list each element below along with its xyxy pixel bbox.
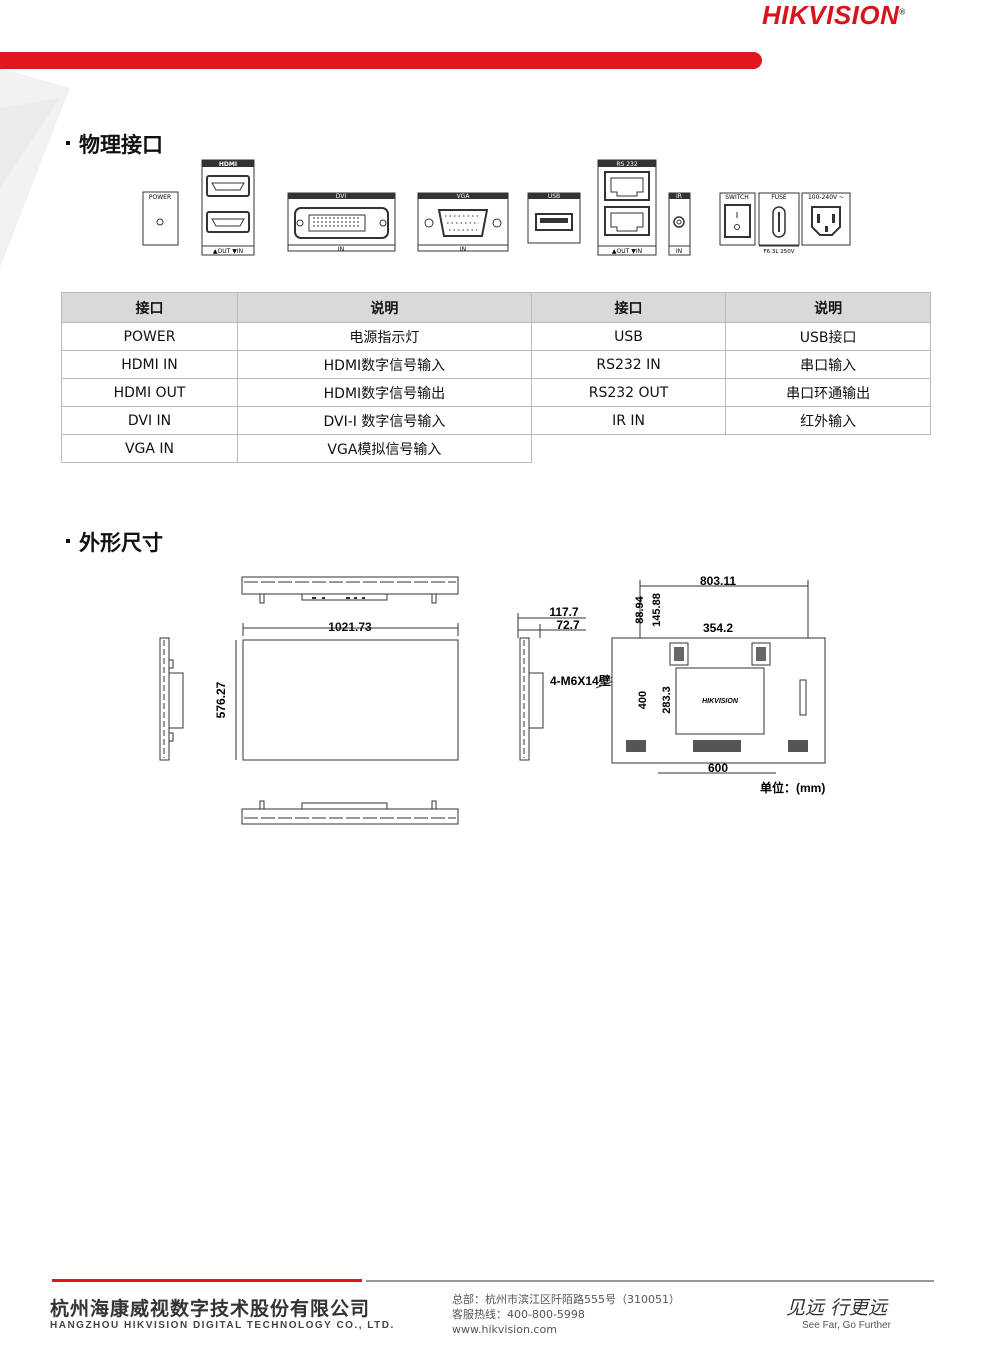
- slogan-cn: 见远 行更远: [786, 1297, 888, 1319]
- ir-port: IR IN: [668, 192, 691, 256]
- company-name-en: HANGZHOU HIKVISION DIGITAL TECHNOLOGY CO…: [50, 1320, 395, 1331]
- table-cell-empty: [726, 435, 931, 463]
- svg-text:IN: IN: [460, 246, 466, 253]
- power-switch: SWITCH: [719, 192, 756, 246]
- svg-text:HIKVISION: HIKVISION: [702, 698, 739, 705]
- svg-text:▲OUT ▼IN: ▲OUT ▼IN: [213, 248, 243, 255]
- background-decoration: [0, 68, 70, 268]
- svg-text:单位：(mm): 单位：(mm): [760, 780, 825, 795]
- svg-text:POWER: POWER: [149, 194, 171, 201]
- address: 总部：杭州市滨江区阡陌路555号（310051）: [452, 1293, 680, 1306]
- footer-red-line: [52, 1279, 362, 1282]
- table-header: 接口: [530, 292, 727, 323]
- table-cell: HDMI数字信号输出: [237, 378, 532, 407]
- table-cell: 串口输入: [725, 350, 931, 379]
- table-cell: 红外输入: [725, 406, 931, 435]
- table-header: 接口: [61, 292, 238, 323]
- svg-text:USB: USB: [548, 193, 560, 200]
- svg-text:803.11: 803.11: [700, 574, 736, 588]
- table-cell: HDMI OUT: [61, 378, 238, 407]
- svg-text:HDMI: HDMI: [219, 161, 237, 168]
- bullet-icon: [66, 141, 70, 145]
- interface-table: 接口 说明 接口 说明 POWER 电源指示灯 USB USB接口 HDMI I…: [61, 292, 931, 463]
- hdmi-port: HDMI ▲OUT ▼IN: [201, 159, 255, 256]
- table-row: POWER 电源指示灯 USB USB接口: [61, 322, 931, 351]
- rs232-port: RS 232 ▲OUT ▼IN: [597, 159, 657, 256]
- table-cell: 电源指示灯: [237, 322, 532, 351]
- table-cell: HDMI数字信号输入: [237, 350, 532, 379]
- table-cell: RS232 OUT: [530, 378, 727, 407]
- svg-text:400: 400: [637, 691, 649, 709]
- table-cell: DVI-I 数字信号输入: [237, 406, 532, 435]
- dimensions-section-title: 外形尺寸: [66, 527, 163, 557]
- svg-text:IN: IN: [338, 246, 344, 253]
- table-row: HDMI OUT HDMI数字信号输出 RS232 OUT 串口环通输出: [61, 378, 931, 407]
- table-row: VGA IN VGA模拟信号输入: [61, 434, 931, 463]
- table-header-row: 接口 说明 接口 说明: [61, 292, 931, 323]
- table-cell: RS232 IN: [530, 350, 727, 379]
- interfaces-section-title: 物理接口: [66, 129, 163, 159]
- svg-text:88.94: 88.94: [634, 595, 646, 623]
- table-cell: POWER: [61, 322, 238, 351]
- svg-text:145.88: 145.88: [651, 593, 663, 627]
- table-cell-empty: [531, 435, 725, 463]
- front-view: 1021.73 576.27: [214, 620, 459, 761]
- dvi-port: DVI IN: [287, 192, 396, 253]
- svg-text:1021.73: 1021.73: [328, 620, 372, 634]
- fuse-holder: FUSE F6.3L 250V: [758, 192, 800, 255]
- company-name-cn: 杭州海康威视数字技术股份有限公司: [50, 1298, 371, 1320]
- table-cell: HDMI IN: [61, 350, 238, 379]
- power-port: POWER: [142, 191, 179, 246]
- back-view: 803.11 88.94 145.88 354.2 HIKVISION 400 …: [611, 574, 826, 795]
- table-cell: 串口环通输出: [725, 378, 931, 407]
- bottom-view: [241, 800, 459, 825]
- table-cell: IR IN: [530, 406, 727, 435]
- usb-port: USB: [527, 192, 581, 244]
- contact-info: 总部：杭州市滨江区阡陌路555号（310051） 客服热线：400-800-59…: [452, 1292, 680, 1337]
- bullet-icon: [66, 539, 70, 543]
- svg-text:DVI: DVI: [336, 193, 347, 200]
- table-cell: VGA模拟信号输入: [237, 434, 532, 463]
- port-panel-diagram: POWER HDMI ▲OUT ▼IN DVI IN VGA IN: [142, 159, 851, 256]
- table-cell: USB接口: [725, 322, 931, 351]
- svg-text:100-240V ~: 100-240V ~: [808, 194, 844, 201]
- left-side-view: [159, 637, 184, 761]
- svg-text:72.7: 72.7: [556, 618, 580, 632]
- dimension-drawing: 1021.73 576.27 117.7 72.7 4-M6X14壁挂螺钉: [159, 574, 826, 825]
- hikvision-logo: HIKVISION®: [762, 0, 906, 30]
- table-row: HDMI IN HDMI数字信号输入 RS232 IN 串口输入: [61, 350, 931, 379]
- top-view: [241, 576, 459, 604]
- vga-port: VGA IN: [417, 192, 509, 253]
- svg-text:▲OUT ▼IN: ▲OUT ▼IN: [612, 248, 642, 255]
- svg-text:IR: IR: [676, 193, 682, 200]
- svg-text:117.7: 117.7: [549, 605, 579, 619]
- website-link[interactable]: www.hikvision.com: [452, 1323, 557, 1336]
- ac-inlet: 100-240V ~: [801, 192, 851, 246]
- header-red-bar: [0, 52, 762, 69]
- svg-text:SWITCH: SWITCH: [725, 194, 749, 201]
- svg-text:354.2: 354.2: [703, 621, 733, 635]
- svg-text:IN: IN: [676, 248, 682, 255]
- svg-text:RS 232: RS 232: [616, 161, 638, 168]
- table-cell: USB: [530, 322, 727, 351]
- table-cell: VGA IN: [61, 434, 238, 463]
- table-header: 说明: [725, 292, 931, 323]
- svg-text:F6.3L 250V: F6.3L 250V: [764, 249, 795, 255]
- table-cell: DVI IN: [61, 406, 238, 435]
- table-header: 说明: [237, 292, 532, 323]
- slogan-en: See Far, Go Further: [802, 1320, 891, 1331]
- svg-text:FUSE: FUSE: [771, 194, 787, 201]
- footer-gray-line: [366, 1280, 934, 1282]
- svg-text:576.27: 576.27: [214, 681, 228, 718]
- svg-text:600: 600: [708, 761, 728, 775]
- hotline: 客服热线：400-800-5998: [452, 1308, 585, 1321]
- svg-text:VGA: VGA: [457, 193, 471, 200]
- table-row: DVI IN DVI-I 数字信号输入 IR IN 红外输入: [61, 406, 931, 435]
- svg-text:283.3: 283.3: [661, 686, 673, 714]
